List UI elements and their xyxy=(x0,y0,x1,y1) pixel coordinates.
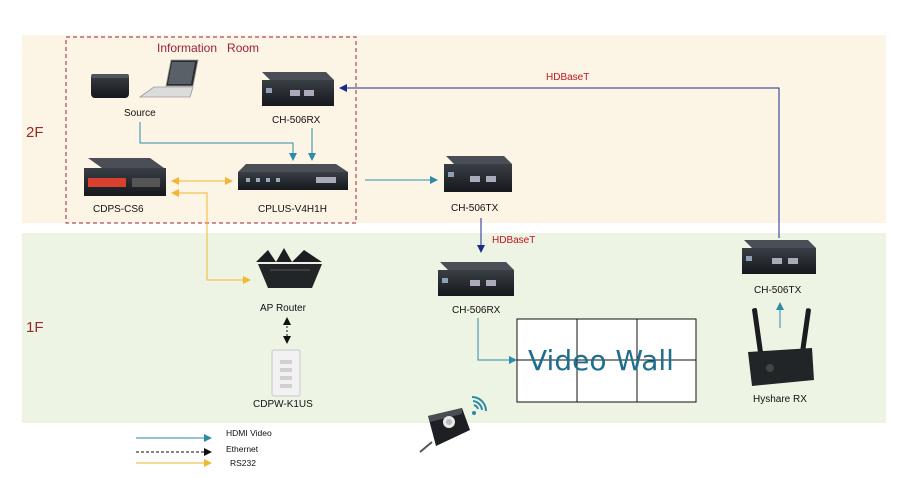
hdbaset-link-1f-tx-2f-rx xyxy=(339,84,780,238)
media-player-icon xyxy=(91,74,129,98)
wifi-icon xyxy=(471,396,487,415)
hdbaset-label-mid: HDBaseT xyxy=(492,235,535,246)
source-label: Source xyxy=(124,108,156,119)
cplus-v4h1h-device xyxy=(238,164,348,190)
ch-506rx-1f-device xyxy=(438,262,514,296)
ch-506rx-2f-device xyxy=(262,72,334,106)
wireless-button-device xyxy=(419,408,470,453)
hdbaset-label-top: HDBaseT xyxy=(546,72,589,83)
cdpw-k1us-device xyxy=(271,349,301,397)
cdpw-k1us-label: CDPW-K1US xyxy=(253,399,313,410)
ap-router-label: AP Router xyxy=(260,303,307,314)
rs232-link-cdps-router xyxy=(171,189,251,284)
hdmi-link-source-cplus xyxy=(139,122,297,161)
ch-506tx-1f-device xyxy=(742,240,816,274)
legend-ethernet-label: Ethernet xyxy=(226,444,259,454)
legend: HDMI Video Ethernet RS232 xyxy=(136,428,272,468)
ch-506rx-2f-label: CH-506RX xyxy=(272,115,321,126)
hyshare-rx-label: Hyshare RX xyxy=(753,394,807,405)
information-room-label: Information Room xyxy=(157,41,259,55)
legend-rs232-label: RS232 xyxy=(230,458,256,468)
cdps-cs6-label: CDPS-CS6 xyxy=(93,204,144,215)
source-devices xyxy=(91,59,199,98)
legend-hdmi-label: HDMI Video xyxy=(226,428,272,438)
ch-506tx-1f-label: CH-506TX xyxy=(754,285,802,296)
ch-506tx-mid-device xyxy=(444,156,512,192)
ap-router-device xyxy=(256,248,322,288)
video-wall xyxy=(516,318,697,403)
video-wall-label: Video Wall xyxy=(528,344,674,377)
cdps-cs6-device xyxy=(84,158,166,196)
floor-1f-label: 1F xyxy=(26,319,44,336)
hdmi-link-rx-videowall xyxy=(477,318,517,364)
ch-506rx-1f-label: CH-506RX xyxy=(452,305,501,316)
floor-2f-label: 2F xyxy=(26,124,44,141)
ch-506tx-mid-label: CH-506TX xyxy=(451,203,499,214)
laptop-icon xyxy=(138,59,199,98)
hyshare-rx-device xyxy=(748,308,814,386)
cplus-v4h1h-label: CPLUS-V4H1H xyxy=(258,204,327,215)
